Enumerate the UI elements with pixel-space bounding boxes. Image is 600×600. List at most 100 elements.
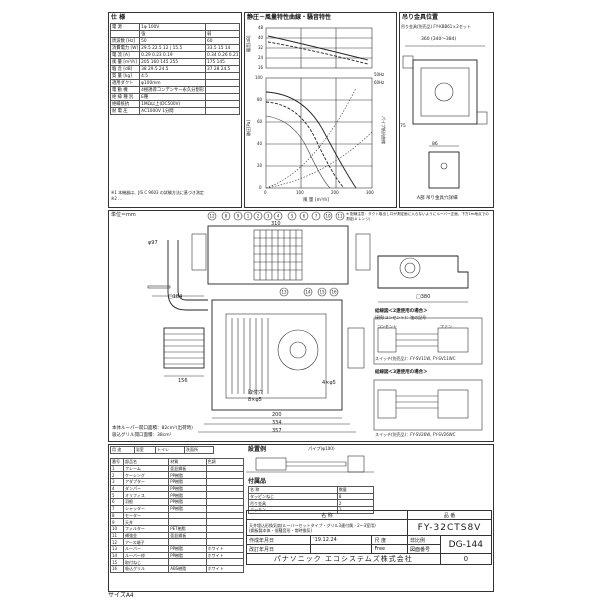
parts-cell: ルーバー枠: [122, 551, 170, 560]
install-header: 設置例: [248, 446, 267, 453]
parts-cell: [205, 498, 245, 506]
title-drawing-no: DG-144: [448, 539, 483, 550]
parts-cell: 14: [110, 551, 124, 560]
legend-60hz: 60Hz: [374, 80, 385, 85]
dim-156: 156: [178, 378, 188, 384]
parts-cell: PP樹脂: [168, 484, 207, 493]
hanger-caption: A部 吊り金具穴詳細: [417, 196, 458, 201]
parts-row: 番号部品名材質色調: [110, 458, 245, 466]
callout-circle: [233, 211, 243, 221]
parts-cell: ホワイト: [205, 565, 245, 573]
hanger-header: 吊り金具位置: [402, 14, 439, 21]
spec-cell: 1φ 100V: [139, 23, 207, 31]
accessory-header: 付属品: [248, 478, 267, 485]
title-product-value: FY-32CTS8V: [407, 519, 492, 536]
noise-tick-16: 16: [258, 65, 264, 70]
spec-frame: [108, 12, 242, 208]
parts-cell: 9: [110, 518, 124, 526]
parts-cell: ABS樹脂: [168, 565, 207, 573]
accessory-cell: タッピンねじ: [248, 492, 338, 501]
spec-note-1: ※1 本機器は、JIS C 9603 の試験方法に基づき測定: [111, 190, 204, 195]
title-date1-label: 作成年月日: [245, 535, 312, 545]
hanger-dim-86: 86: [432, 142, 438, 147]
x-axis-label: 風 量 [m³/h]: [303, 198, 329, 203]
spec-cell: [205, 86, 241, 94]
callout-number: 11: [337, 214, 343, 219]
parts-cell: [168, 518, 207, 526]
spec-row: 強弱: [109, 30, 241, 38]
parts-cell: ダンパー: [122, 484, 170, 493]
parts-cell: [205, 471, 245, 480]
title-scale-value: 非比例: [407, 535, 441, 545]
callout-number: 1: [247, 214, 250, 219]
usage-bath: 浴室: [133, 446, 156, 454]
parts-cell: PET樹脂: [168, 524, 207, 533]
accessory-cell: 数量: [336, 486, 375, 494]
parts-cell: PP樹脂: [168, 478, 207, 486]
parts-cell: モーター: [122, 511, 170, 520]
parts-cell: 色調: [205, 458, 245, 466]
spec-cell: 風 量 [m³/h]: [109, 58, 141, 66]
spec-row: 質 量 [kg]4.5: [109, 72, 241, 80]
pressure-tick-100: 100: [255, 75, 263, 80]
parts-cell: ホワイト: [205, 551, 245, 560]
parts-cell: 取付ねじ: [122, 558, 170, 566]
parts-cell: 天井: [122, 518, 170, 526]
callout-circle: [303, 287, 313, 297]
legend-50hz: 50Hz: [374, 72, 385, 77]
main-drawing-frame: [108, 210, 494, 442]
parts-cell: 亜鉛鋼板: [168, 531, 207, 540]
parts-cell: [205, 464, 245, 473]
parts-cell: PP樹脂: [168, 551, 207, 560]
parts-cell: 16: [110, 565, 124, 573]
parts-cell: フレーム: [122, 464, 170, 473]
spec-cell: 電 源: [109, 23, 141, 31]
accessory-cell: 2: [336, 499, 375, 508]
wiring-sub-1: 接続(コンセント)：強の記号: [375, 315, 427, 320]
spec-header: 仕 様: [111, 14, 126, 21]
spec-cell: 電 動 機: [109, 86, 141, 94]
spec-cell: 0.29 0.23 0.19: [139, 51, 207, 59]
x-tick-200: 200: [331, 190, 339, 195]
callout-number: 8: [225, 214, 228, 219]
spec-cell: 周波数 [Hz]: [109, 37, 141, 45]
spec-cell: AC1000V 1分間: [139, 107, 207, 115]
spec-cell: 質 量 [kg]: [109, 72, 141, 80]
pressure-tick-60: 60: [257, 119, 263, 124]
spec-cell: 騒 音 [dB]: [109, 65, 141, 73]
spec-cell: 4.5: [139, 72, 207, 80]
parts-cell: 11: [110, 531, 124, 540]
mount-hole-4x5: 4×φ5: [322, 380, 336, 386]
dim-200: 200: [272, 412, 282, 418]
parts-cell: 材質: [168, 458, 207, 466]
parts-cell: オリフィス: [122, 491, 170, 500]
parts-cell: [205, 531, 245, 540]
parts-cell: [205, 504, 245, 513]
graph-header: 静圧－風量特性曲線・騒音特性: [247, 14, 332, 21]
dim-310: 310: [271, 221, 281, 227]
parts-cell: 部品名: [122, 458, 170, 466]
accessory-cell: 吊り金具: [248, 499, 338, 508]
wiring-label-fan: ファン: [440, 324, 452, 329]
callout-circle: [287, 211, 297, 221]
louver-note-2: 吸込グリル開口面積：38cm²: [112, 433, 172, 438]
spec-cell: 37 28 24.5: [205, 65, 241, 73]
hanger-diagram: [402, 45, 488, 189]
paper-size: サイズA4: [108, 592, 134, 599]
parts-cell: 8: [110, 511, 124, 520]
spec-cell: 絶 縁 種 別: [109, 93, 141, 101]
usage-header: 用 途: [110, 446, 135, 454]
